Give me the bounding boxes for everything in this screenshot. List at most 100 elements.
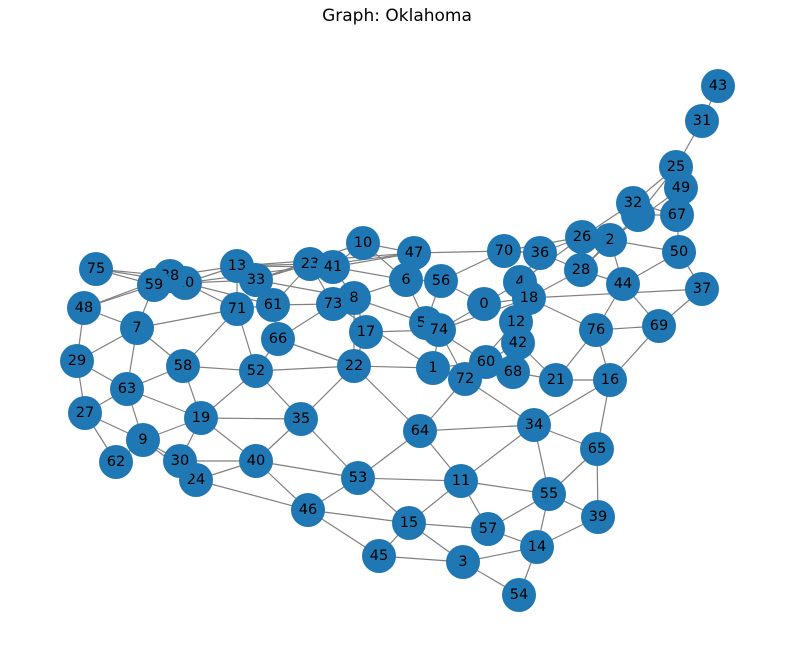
- node-circle: [166, 349, 200, 383]
- node-circle: [564, 253, 598, 287]
- node-17: 17: [349, 315, 383, 349]
- node-circle: [467, 287, 501, 321]
- node-circle: [261, 322, 295, 356]
- node-11: 11: [444, 464, 478, 498]
- node-circle: [520, 530, 554, 564]
- node-circle: [389, 263, 423, 297]
- node-label: 53: [349, 470, 367, 486]
- node-circle: [502, 578, 536, 612]
- node-26: 26: [565, 220, 599, 254]
- node-circle: [163, 444, 197, 478]
- node-31: 31: [685, 104, 719, 138]
- node-circle: [446, 545, 480, 579]
- node-40: 40: [239, 444, 273, 478]
- node-circle: [642, 309, 676, 343]
- node-circle: [565, 220, 599, 254]
- node-circle: [60, 344, 94, 378]
- node-label: 57: [479, 521, 497, 537]
- node-circle: [664, 171, 698, 205]
- node-circle: [448, 362, 482, 396]
- node-16: 16: [593, 363, 627, 397]
- node-circle: [685, 104, 719, 138]
- node-label: 10: [354, 235, 372, 251]
- node-circle: [616, 186, 650, 220]
- node-label: 12: [507, 314, 525, 330]
- node-circle: [220, 292, 254, 326]
- node-37: 37: [685, 272, 719, 306]
- node-circle: [120, 311, 154, 345]
- node-circle: [662, 235, 696, 269]
- node-71: 71: [220, 292, 254, 326]
- node-label: 75: [87, 261, 105, 277]
- node-72: 72: [448, 362, 482, 396]
- node-circle: [512, 281, 546, 315]
- node-label: 41: [324, 259, 342, 275]
- node-label: 60: [477, 354, 495, 370]
- node-label: 23: [301, 256, 319, 272]
- node-label: 26: [573, 229, 591, 245]
- node-label: 48: [75, 300, 93, 316]
- node-18: 18: [512, 281, 546, 315]
- node-73: 73: [316, 287, 350, 321]
- edge-34-64: [419, 424, 535, 432]
- node-label: 59: [145, 277, 163, 293]
- node-label: 15: [400, 515, 418, 531]
- node-62: 62: [99, 445, 133, 479]
- node-76: 76: [579, 313, 613, 347]
- node-0: 0: [467, 287, 501, 321]
- edge-73-1: [332, 303, 434, 369]
- node-2: 2: [593, 223, 627, 257]
- node-circle: [701, 69, 735, 103]
- node-label: 62: [107, 454, 125, 470]
- node-circle: [403, 414, 437, 448]
- node-59: 59: [137, 268, 171, 302]
- node-label: 49: [672, 180, 690, 196]
- node-label: 67: [668, 207, 686, 223]
- node-6: 6: [389, 263, 423, 297]
- node-circle: [316, 250, 350, 284]
- node-circle: [471, 512, 505, 546]
- node-74: 74: [422, 313, 456, 347]
- node-circle: [68, 396, 102, 430]
- node-66: 66: [261, 322, 295, 356]
- node-label: 65: [588, 441, 606, 457]
- node-50: 50: [662, 235, 696, 269]
- node-label: 8: [349, 290, 358, 306]
- node-75: 75: [79, 252, 113, 286]
- node-circle: [239, 354, 273, 388]
- node-circle: [256, 288, 290, 322]
- node-circle: [184, 401, 218, 435]
- node-label: 25: [667, 159, 685, 175]
- node-label: 17: [357, 324, 375, 340]
- node-9: 9: [126, 423, 160, 457]
- node-circle: [539, 363, 573, 397]
- node-label: 16: [601, 372, 619, 388]
- node-label: 2: [605, 232, 614, 248]
- node-circle: [580, 432, 614, 466]
- node-label: 43: [709, 78, 727, 94]
- node-label: 6: [401, 272, 410, 288]
- edge-46-24: [195, 479, 309, 511]
- node-circle: [501, 326, 535, 360]
- node-circle: [593, 363, 627, 397]
- node-33: 33: [239, 263, 273, 297]
- node-label: 31: [693, 113, 711, 129]
- node-46: 46: [291, 493, 325, 527]
- node-label: 73: [324, 296, 342, 312]
- node-label: 70: [495, 243, 513, 259]
- node-label: 27: [76, 405, 94, 421]
- node-circle: [126, 423, 160, 457]
- node-circle: [606, 267, 640, 301]
- node-label: 34: [525, 417, 543, 433]
- node-64: 64: [403, 414, 437, 448]
- node-circle: [284, 402, 318, 436]
- node-label: 33: [247, 272, 265, 288]
- node-1: 1: [416, 351, 450, 385]
- node-circle: [593, 223, 627, 257]
- node-61: 61: [256, 288, 290, 322]
- node-circle: [487, 234, 521, 268]
- node-21: 21: [539, 363, 573, 397]
- node-label: 40: [247, 453, 265, 469]
- node-label: 69: [650, 318, 668, 334]
